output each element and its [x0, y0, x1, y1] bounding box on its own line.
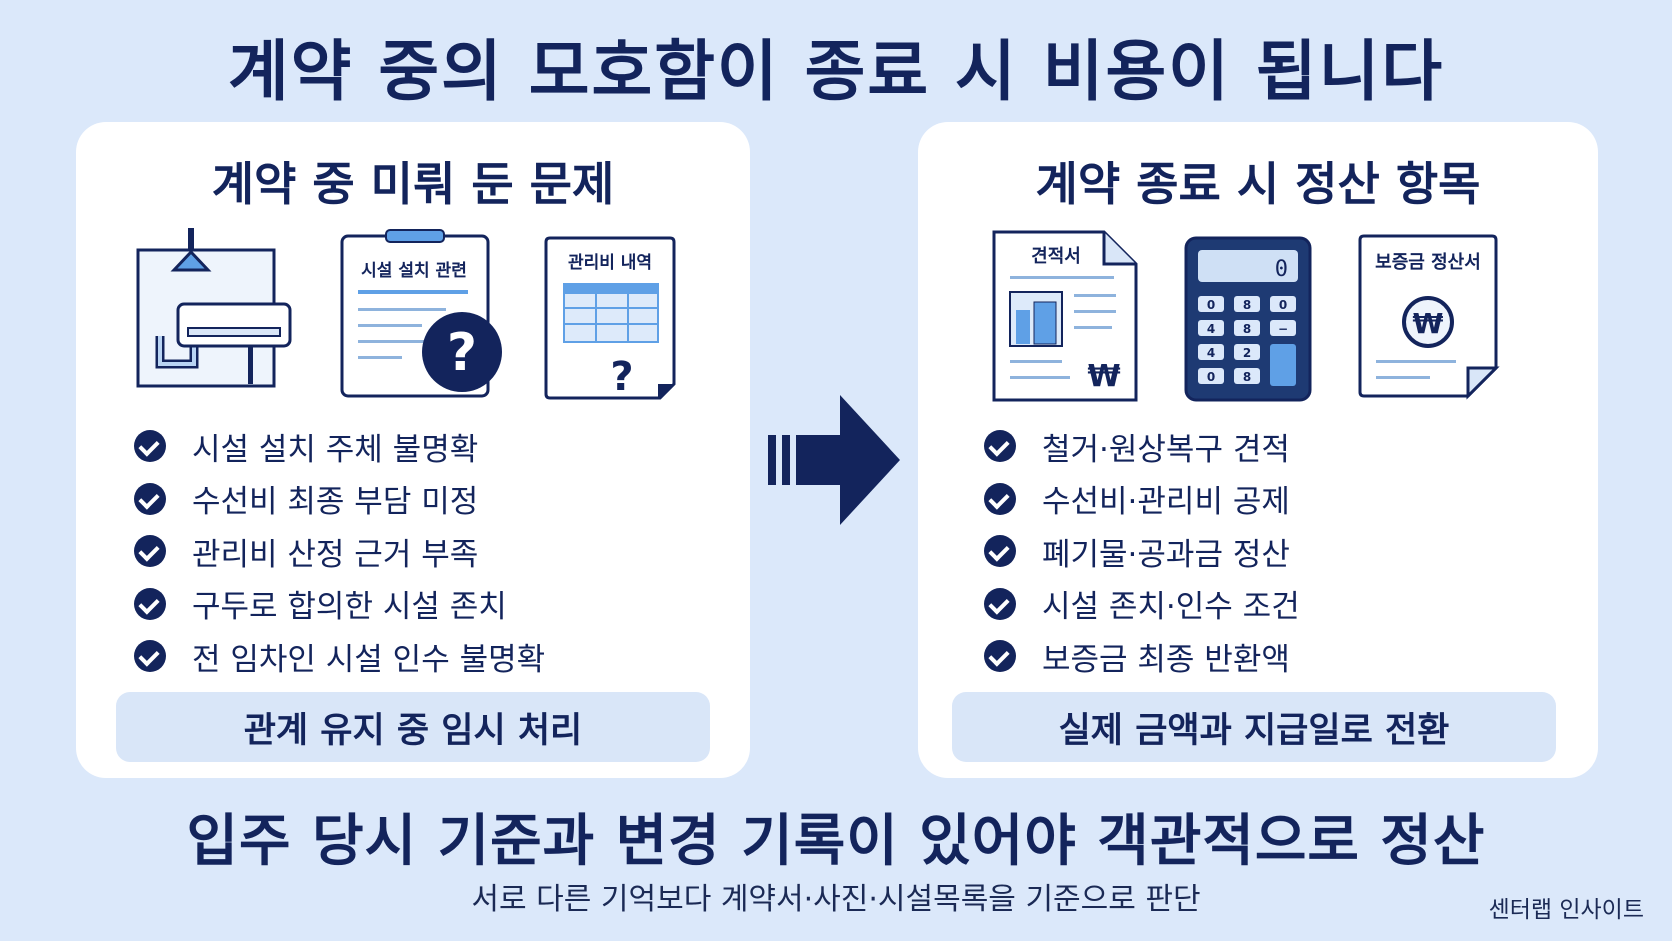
calculator-icon: 0 0 8 0 4 8 − 4 2 0 8 — [1184, 236, 1312, 402]
check-icon — [134, 430, 166, 463]
page-title: 계약 중의 모호함이 종료 시 비용이 됩니다 — [227, 33, 1445, 110]
bottom-subtitle: 서로 다른 기억보다 계약서·사진·시설목록을 기준으로 판단 — [471, 882, 1201, 917]
check-icon — [134, 640, 166, 673]
list-item: 수선비·관리비 공제 — [984, 473, 1300, 526]
svg-text:0: 0 — [1279, 298, 1287, 312]
list-item: 관리비 산정 근거 부족 — [134, 525, 545, 578]
clipboard-label: 시설 설치 관련 — [361, 261, 467, 281]
estimate-label: 견적서 — [1031, 246, 1081, 267]
right-settlement-list: 철거·원상복구 견적 수선비·관리비 공제 폐기물·공과금 정산 시설 존치·인… — [984, 420, 1300, 683]
won-symbol: ₩ — [1087, 359, 1120, 394]
arrow-right-icon — [768, 395, 900, 525]
fee-sheet-label: 관리비 내역 — [568, 253, 652, 273]
check-icon — [134, 482, 166, 515]
svg-text:8: 8 — [1243, 322, 1251, 336]
left-panel: 계약 중 미뤄 둔 문제 시설 설치 관련 ? — [76, 122, 750, 778]
fee-sheet-question-icon: 관리비 내역 ? — [544, 236, 676, 400]
list-item: 철거·원상복구 견적 — [984, 420, 1300, 473]
svg-text:8: 8 — [1243, 298, 1251, 312]
svg-text:?: ? — [447, 323, 477, 383]
check-icon — [134, 535, 166, 568]
svg-text:4: 4 — [1207, 346, 1215, 360]
svg-text:2: 2 — [1243, 346, 1251, 360]
brand-label: 센터랩 인사이트 — [1488, 897, 1644, 923]
check-icon — [984, 535, 1016, 568]
right-panel: 계약 종료 시 정산 항목 견적서 ₩ 0 0 8 0 — [918, 122, 1598, 778]
left-icon-row: 시설 설치 관련 ? 관리비 내역 ? — [76, 224, 750, 524]
left-issue-list: 시설 설치 주체 불명확 수선비 최종 부담 미정 관리비 산정 근거 부족 구… — [134, 420, 545, 683]
list-item: 전 임차인 시설 인수 불명확 — [134, 630, 545, 683]
svg-text:4: 4 — [1207, 322, 1215, 336]
check-icon — [984, 482, 1016, 515]
list-item: 보증금 최종 반환액 — [984, 630, 1300, 683]
right-panel-footer: 실제 금액과 지급일로 전환 — [952, 692, 1556, 762]
calculator-display: 0 — [1275, 257, 1288, 282]
check-icon — [984, 587, 1016, 620]
list-item: 폐기물·공과금 정산 — [984, 525, 1300, 578]
list-item: 시설 존치·인수 조건 — [984, 578, 1300, 631]
check-icon — [134, 587, 166, 620]
left-panel-footer: 관계 유지 중 임시 처리 — [116, 692, 710, 762]
check-icon — [984, 430, 1016, 463]
svg-text:8: 8 — [1243, 370, 1251, 384]
list-item: 수선비 최종 부담 미정 — [134, 473, 545, 526]
svg-text:−: − — [1278, 322, 1288, 336]
aircon-installation-icon — [136, 228, 292, 388]
estimate-document-icon: 견적서 ₩ — [992, 230, 1138, 402]
deposit-label: 보증금 정산서 — [1375, 252, 1481, 273]
right-icon-row: 견적서 ₩ 0 0 8 0 4 8 − 4 2 — [918, 224, 1598, 524]
right-panel-title: 계약 종료 시 정산 항목 — [1035, 157, 1481, 211]
clipboard-question-icon: 시설 설치 관련 ? — [340, 229, 502, 398]
svg-text:?: ? — [610, 354, 633, 400]
list-item: 시설 설치 주체 불명확 — [134, 420, 545, 473]
list-item: 구두로 합의한 시설 존치 — [134, 578, 545, 631]
left-panel-title: 계약 중 미뤄 둔 문제 — [211, 157, 615, 211]
won-coin-symbol: ₩ — [1413, 307, 1444, 340]
bottom-headline: 입주 당시 기준과 변경 기록이 있어야 객관적으로 정산 — [186, 809, 1486, 874]
check-icon — [984, 640, 1016, 673]
svg-text:0: 0 — [1207, 370, 1215, 384]
deposit-settlement-icon: 보증금 정산서 ₩ — [1358, 234, 1500, 400]
svg-text:0: 0 — [1207, 298, 1215, 312]
